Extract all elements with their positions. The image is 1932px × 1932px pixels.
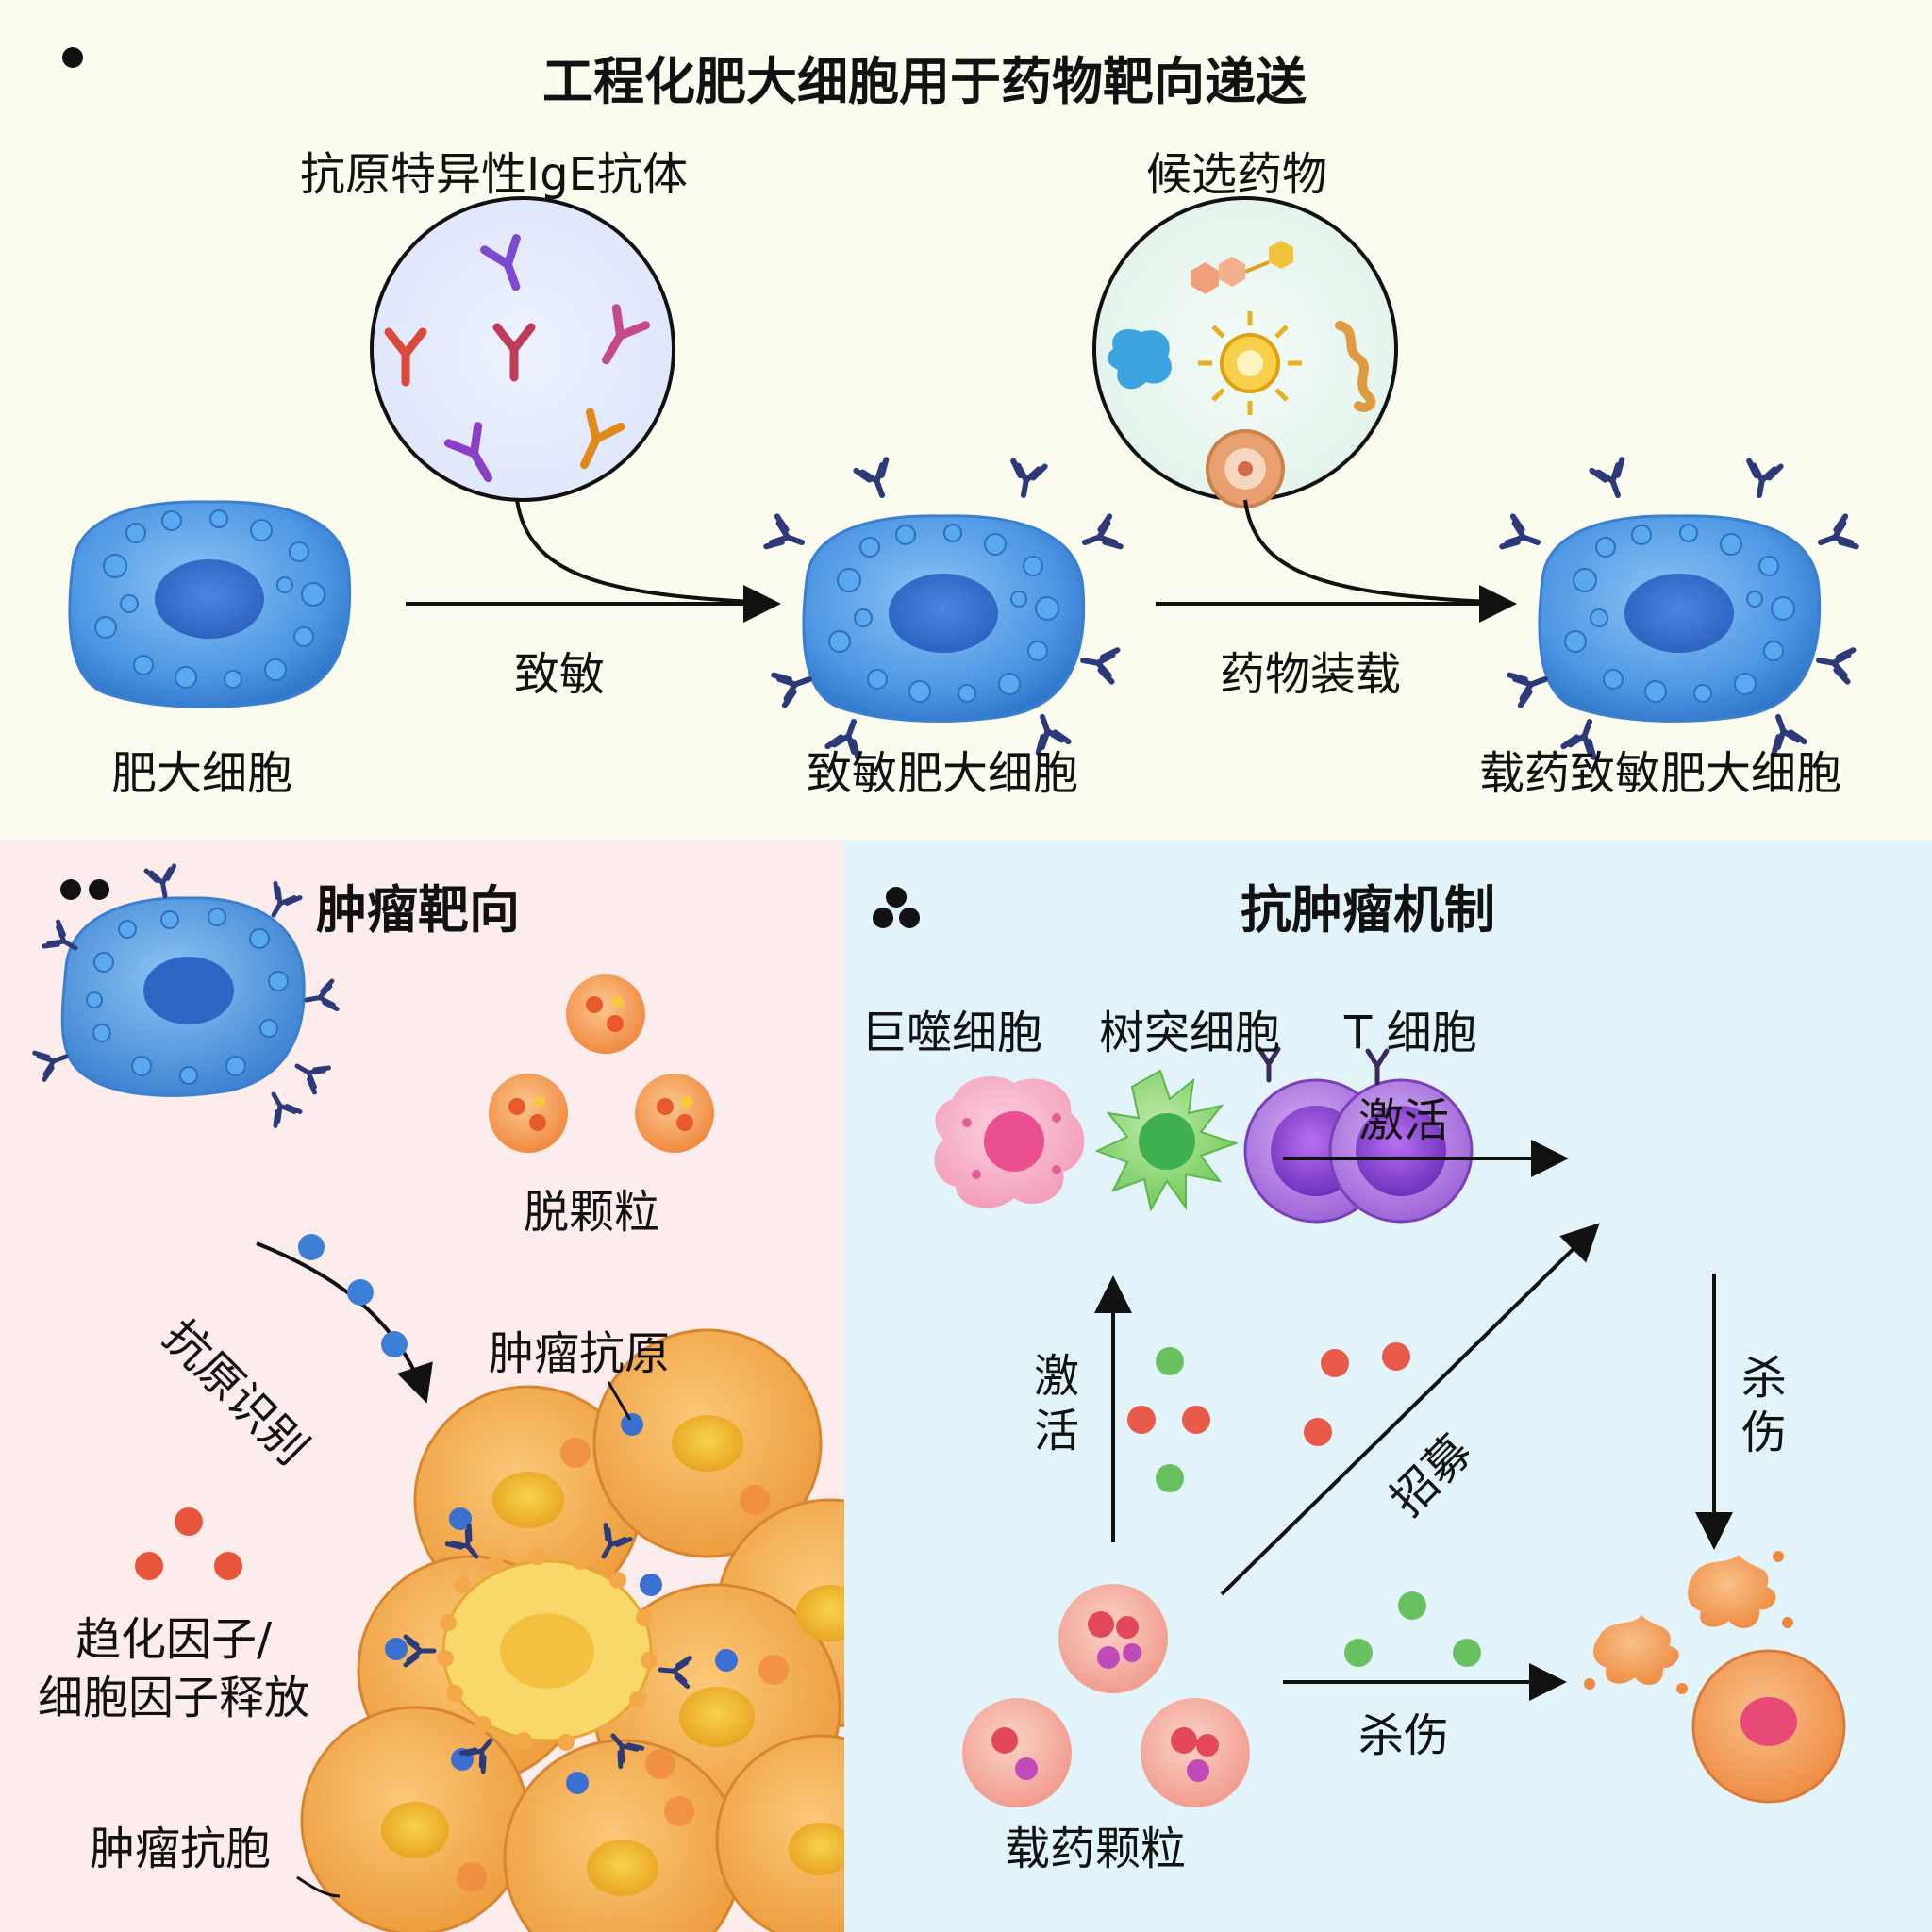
panel-marker-3b	[873, 908, 893, 928]
panel-marker-3a	[886, 887, 907, 908]
sensitized-mast-cell-label: 致敏肥大细胞	[807, 747, 1079, 800]
dendritic-label: 树突细胞	[1099, 1007, 1281, 1059]
degranulation-granules	[489, 974, 714, 1153]
targeting-mast-cell	[35, 866, 337, 1126]
mast-cell-label: 肥大细胞	[111, 747, 293, 800]
tumor-cell-label: 肿瘤抗胞	[90, 1823, 272, 1875]
tumor-antigen-pointer	[607, 1381, 632, 1421]
tumor-targeting-illustration	[0, 840, 844, 1932]
antigen-dots	[298, 1234, 408, 1357]
antibody-circle	[370, 196, 675, 502]
tumor-cell-pointer	[296, 1875, 341, 1898]
panel-marker-1	[62, 47, 83, 68]
activate-label: 激活	[1358, 1094, 1450, 1147]
drug-loaded-particles	[962, 1584, 1250, 1807]
dying-tumor-cells	[1584, 1551, 1846, 1804]
tumor-targeting-title: 肿瘤靶向	[316, 880, 520, 940]
degranulation-label: 脱颗粒	[524, 1186, 660, 1239]
kill-vertical-label: 杀伤	[1740, 1352, 1787, 1459]
top-title: 工程化肥大细胞用于药物靶向递送	[542, 52, 1307, 111]
macrophage-label: 巨噬细胞	[861, 1007, 1043, 1059]
panel-marker-3c	[899, 908, 920, 928]
antigen-recognition-arrow	[256, 1241, 433, 1404]
kill-label: 杀伤	[1358, 1709, 1450, 1762]
dendritic-cell	[1094, 1069, 1240, 1212]
antitumor-mechanism-panel: 抗肿瘤机制 巨噬细胞 树突细胞 T 细胞 激活 激活 招募 杀伤 杀伤 载药颗粒	[844, 840, 1932, 1932]
tumor-targeting-panel: 肿瘤靶向 脱颗粒 肿瘤抗原 抗原识别 趋化因子/ 细胞因子释放 肿瘤抗胞	[0, 840, 844, 1932]
tumor-antigen-label: 肿瘤抗原	[489, 1327, 671, 1380]
t-cells	[1243, 1046, 1474, 1224]
mast-cell	[68, 500, 352, 708]
antibody-label: 抗原特异性IgE抗体	[300, 148, 688, 201]
panel-marker-2b	[89, 879, 109, 900]
drug-particles-label: 载药颗粒	[1005, 1823, 1187, 1875]
sensitized-mast-cell	[766, 459, 1121, 758]
release-label-line1: 趋化因子/	[75, 1613, 273, 1666]
chemokine-dots	[135, 1507, 242, 1580]
t-cell-label: T 细胞	[1344, 1007, 1477, 1059]
top-panel: 工程化肥大细胞用于药物靶向递送 抗原特异性IgE抗体 候选药物 致敏 药物装载 …	[0, 0, 1932, 840]
antitumor-title: 抗肿瘤机制	[1241, 880, 1495, 940]
panel-marker-2a	[60, 879, 81, 900]
antibody-icons	[384, 234, 651, 483]
drug-label: 候选药物	[1146, 148, 1328, 201]
antitumor-illustration	[934, 1046, 1846, 1807]
arrow-sensitize-label: 致敏	[514, 648, 606, 701]
tumor-cluster	[300, 1328, 844, 1932]
drug-loaded-mast-cell	[1502, 459, 1857, 758]
cytokine-dots	[1127, 1342, 1481, 1667]
drug-loaded-mast-cell-label: 载药致敏肥大细胞	[1479, 747, 1842, 800]
release-label-line2: 细胞因子释放	[38, 1672, 310, 1724]
recruit-arrow	[1220, 1223, 1600, 1596]
macrophage-cell	[934, 1076, 1085, 1208]
activate-vertical-label: 激活	[1033, 1350, 1079, 1457]
arrow-loading-label: 药物装载	[1220, 648, 1402, 701]
top-illustration	[68, 196, 1932, 840]
drug-icons	[1107, 241, 1376, 508]
